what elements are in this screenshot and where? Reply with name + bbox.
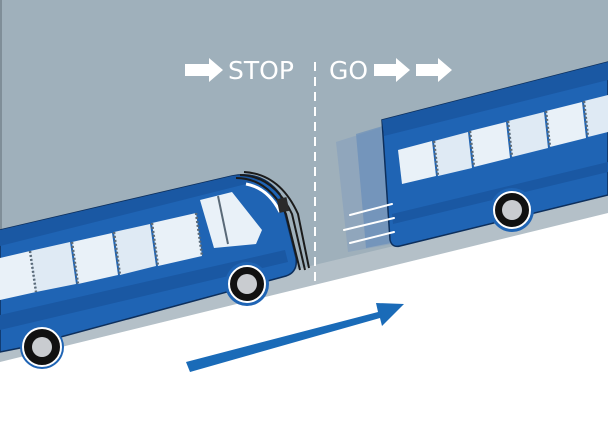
go-label: GO: [329, 56, 369, 85]
road-surface: [0, 213, 608, 428]
front-wheel: [225, 262, 269, 306]
rear-wheel: [20, 325, 64, 369]
go-arrow-icon-2: [416, 58, 452, 82]
direction-arrow-icon: [186, 303, 404, 372]
road-shoulder: [0, 195, 608, 365]
moving-bus-wheel: [490, 188, 534, 232]
moving-bus: [336, 61, 608, 252]
stop-label: STOP: [228, 56, 294, 85]
stop-arrow-icon: [185, 58, 223, 82]
go-arrow-icon-1: [374, 58, 410, 82]
stopped-bus: [0, 171, 310, 369]
left-border: [0, 0, 2, 428]
